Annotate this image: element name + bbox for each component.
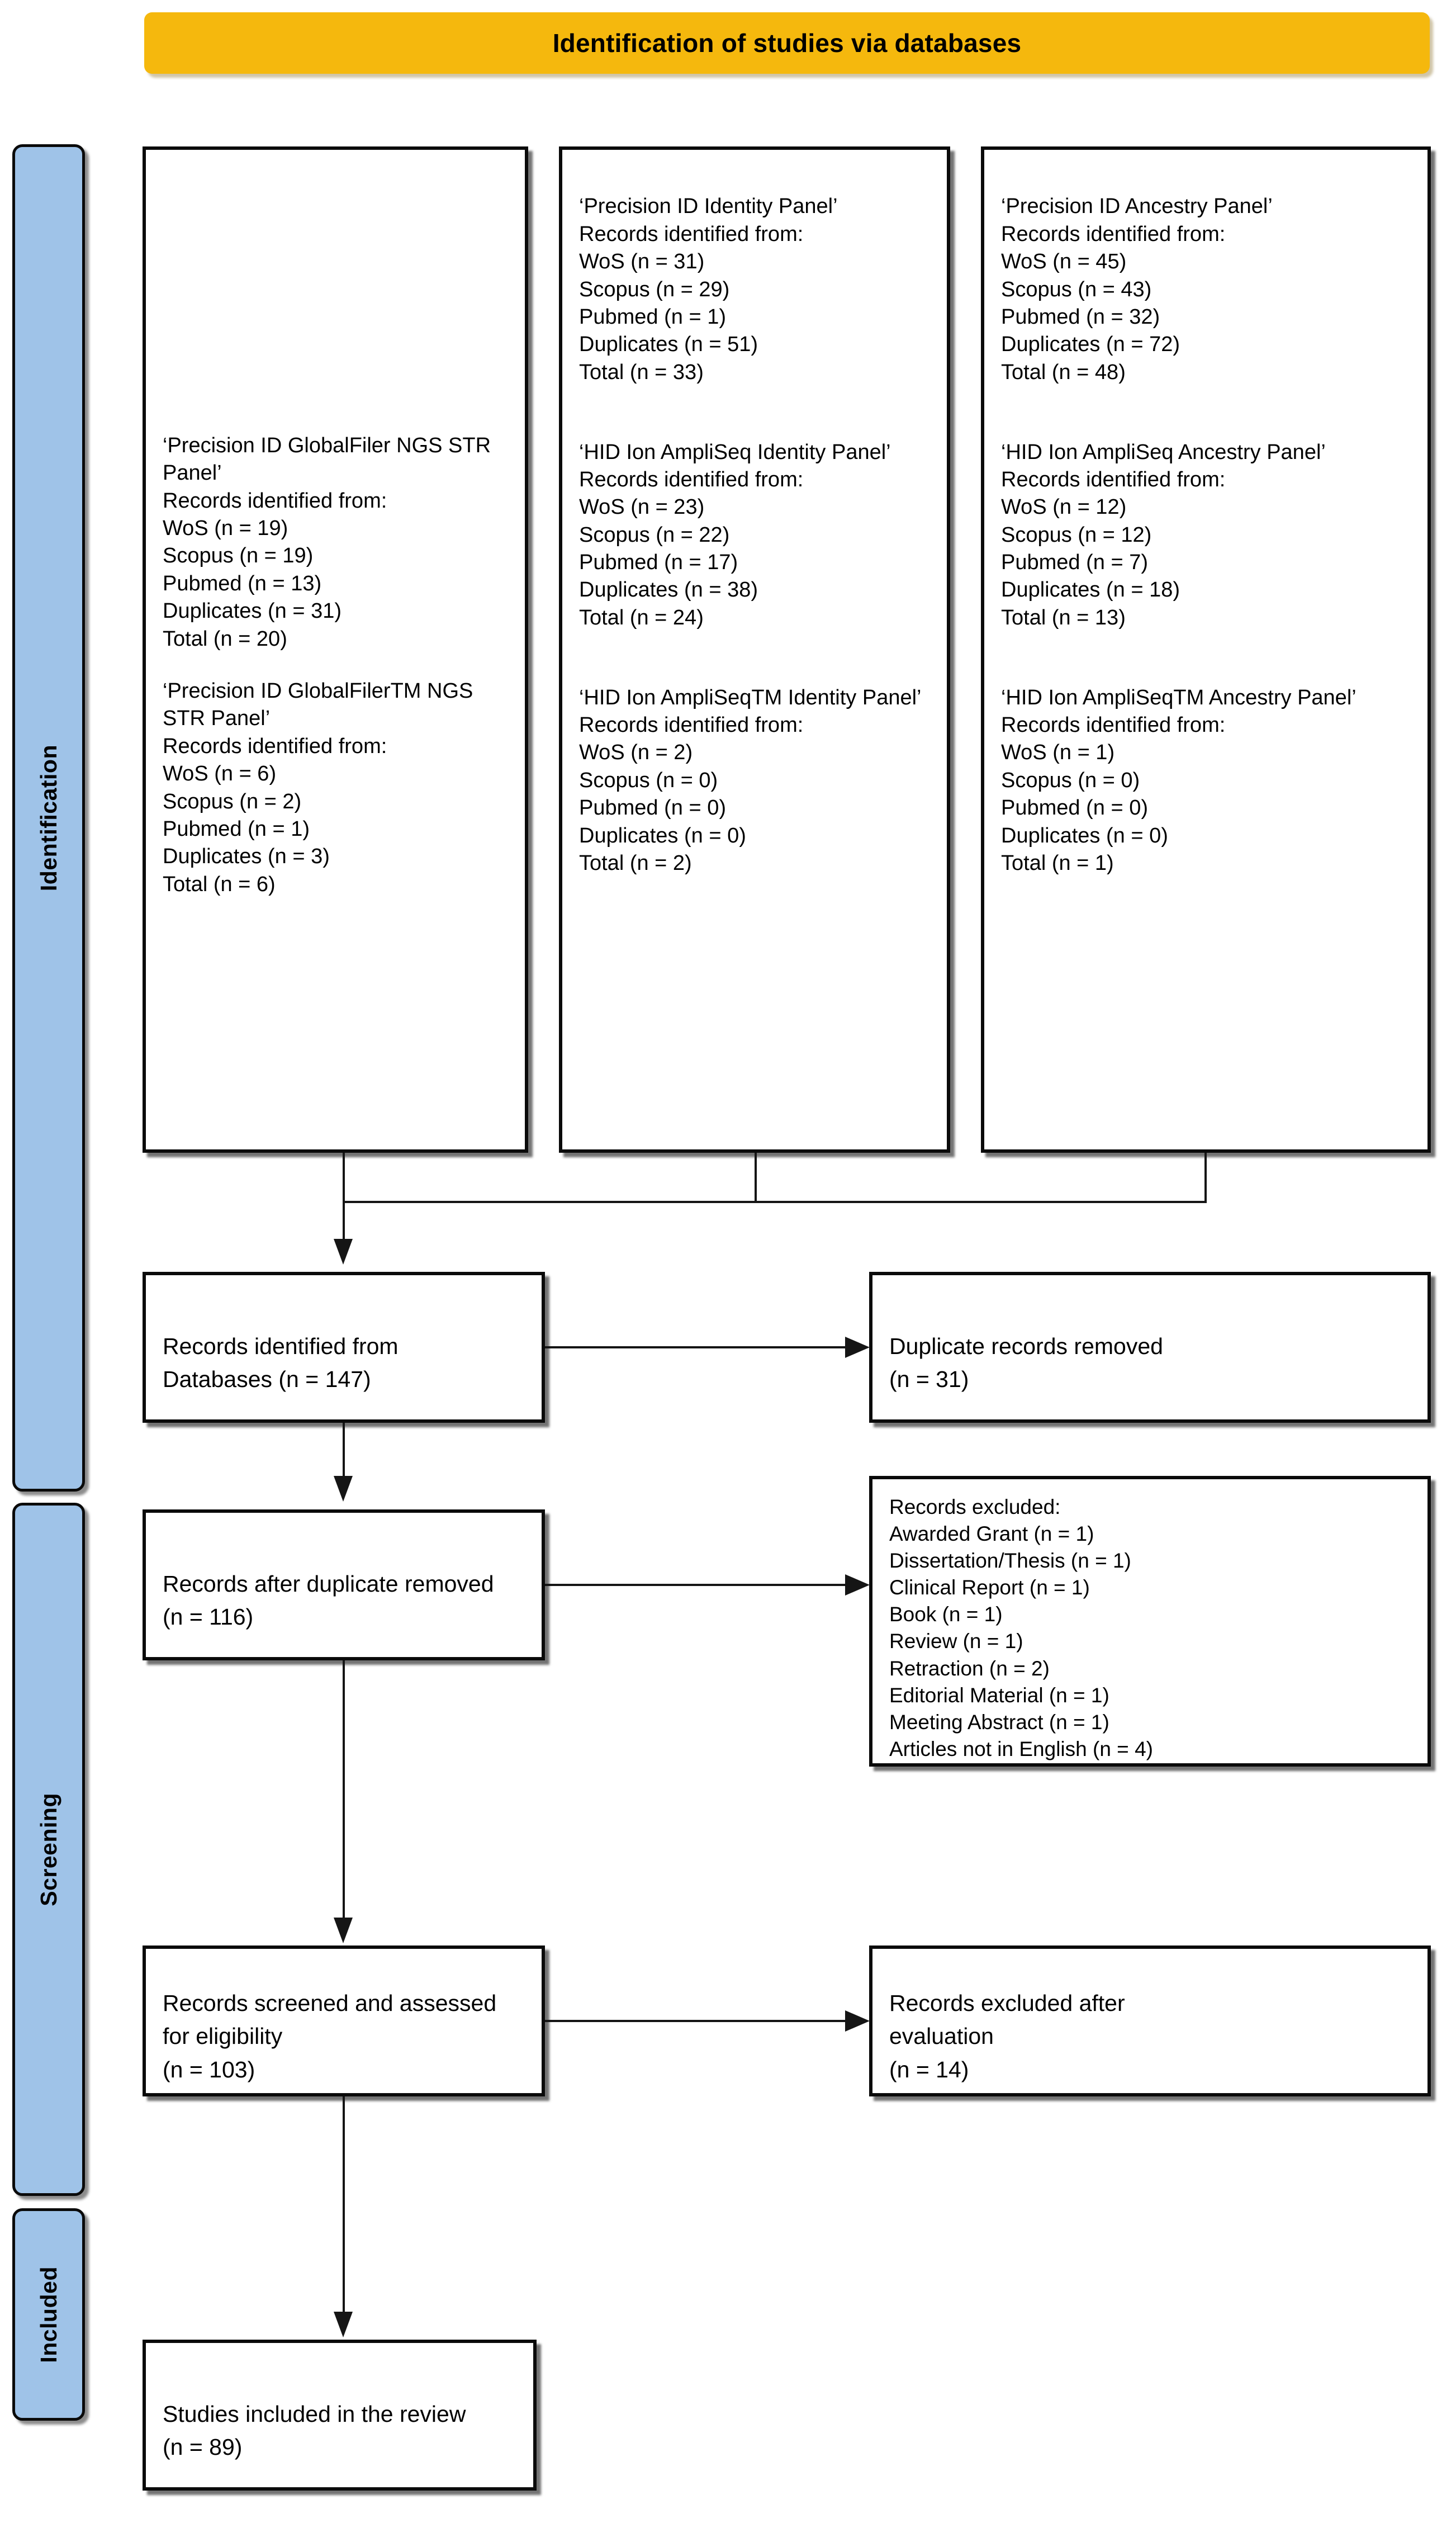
stage-label-screening: Screening (35, 1792, 61, 1906)
box-records-screened: Records screened and assessed for eligib… (143, 1945, 545, 2096)
arrow-down-icon-to-screened (334, 1918, 353, 1943)
box-records-after-duplicate-removed: Records after duplicate removed (n = 116… (143, 1509, 545, 1660)
source-box-column-1-content: ‘Precision ID GlobalFiler NGS STR Panel’… (146, 150, 525, 1181)
box-records-after-duplicate-removed-text: Records after duplicate removed (n = 116… (163, 1570, 494, 1630)
stage-bar-screening: Screening (12, 1503, 85, 2196)
connector-bracket-down (343, 1201, 345, 1240)
source-group-precision-identity: ‘Precision ID Identity Panel’ Records id… (579, 195, 838, 384)
connector-bracket-right-stem (1204, 1153, 1207, 1203)
box-studies-included-text: Studies included in the review (n = 89) (163, 2401, 466, 2460)
arrow-right-icon-to-duplicates-removed (845, 1337, 870, 1358)
box-records-identified: Records identified from Databases (n = 1… (143, 1272, 545, 1423)
source-group-globalfiler: ‘Precision ID GlobalFiler NGS STR Panel’… (163, 433, 491, 651)
source-box-column-1: ‘Precision ID GlobalFiler NGS STR Panel’… (143, 146, 528, 1153)
connector-identified-to-after-duplicates (343, 1423, 345, 1479)
source-group-hid-identity: ‘HID Ion AmpliSeq Identity Panel’ Record… (579, 440, 891, 629)
source-group-hid-ancestry: ‘HID Ion AmpliSeq Ancestry Panel’ Record… (1001, 440, 1326, 629)
source-box-column-2-content: ‘Precision ID Identity Panel’ Records id… (562, 150, 947, 921)
arrow-down-icon-to-records-identified (334, 1239, 353, 1265)
source-group-precision-ancestry: ‘Precision ID Ancestry Panel’ Records id… (1001, 195, 1273, 384)
source-box-column-3: ‘Precision ID Ancestry Panel’ Records id… (981, 146, 1431, 1153)
stage-label-identification: Identification (35, 744, 61, 892)
connector-after-duplicates-to-screened (343, 1660, 345, 1920)
box-records-excluded-text: Records excluded: Awarded Grant (n = 1) … (889, 1495, 1153, 1760)
source-group-hid-ancestry-tm: ‘HID Ion AmpliSeqTM Ancestry Panel’ Reco… (1001, 685, 1357, 875)
connector-screened-to-included (343, 2096, 345, 2314)
box-studies-included: Studies included in the review (n = 89) (143, 2340, 537, 2491)
stage-label-included: Included (35, 2266, 61, 2363)
source-group-hid-identity-tm: ‘HID Ion AmpliSeqTM Identity Panel’ Reco… (579, 685, 922, 875)
box-duplicate-records-removed-text: Duplicate records removed (n = 31) (889, 1333, 1163, 1392)
source-box-column-3-content: ‘Precision ID Ancestry Panel’ Records id… (984, 150, 1427, 921)
source-box-column-2: ‘Precision ID Identity Panel’ Records id… (559, 146, 950, 1153)
box-records-screened-text: Records screened and assessed for eligib… (163, 1990, 497, 2082)
arrow-down-icon-to-after-duplicates (334, 1476, 353, 1502)
stage-bar-included: Included (12, 2208, 85, 2421)
banner-title: Identification of studies via databases (552, 29, 1022, 58)
connector-after-duplicates-to-excluded (545, 1584, 847, 1586)
box-records-excluded-after-evaluation-text: Records excluded after evaluation (n = 1… (889, 1990, 1125, 2082)
box-duplicate-records-removed: Duplicate records removed (n = 31) (869, 1272, 1431, 1423)
source-group-globalfiler-tm: ‘Precision ID GlobalFilerTM NGS STR Pane… (163, 679, 473, 896)
connector-identified-to-duplicates-removed (545, 1346, 847, 1348)
box-records-identified-text: Records identified from Databases (n = 1… (163, 1333, 399, 1392)
diagram-banner: Identification of studies via databases (144, 12, 1430, 74)
arrow-right-icon-to-records-excluded (845, 1574, 870, 1596)
connector-screened-to-excluded-evaluation (545, 2020, 847, 2022)
connector-bracket-middle-stem (755, 1153, 757, 1203)
box-records-excluded: Records excluded: Awarded Grant (n = 1) … (869, 1476, 1431, 1767)
arrow-down-icon-to-studies-included (334, 2312, 353, 2337)
connector-bracket-left-stem (343, 1153, 345, 1203)
connector-bracket-bar (343, 1201, 1207, 1203)
stage-bar-identification: Identification (12, 144, 85, 1492)
box-records-excluded-after-evaluation: Records excluded after evaluation (n = 1… (869, 1945, 1431, 2096)
arrow-right-icon-to-excluded-after-evaluation (845, 2010, 870, 2032)
